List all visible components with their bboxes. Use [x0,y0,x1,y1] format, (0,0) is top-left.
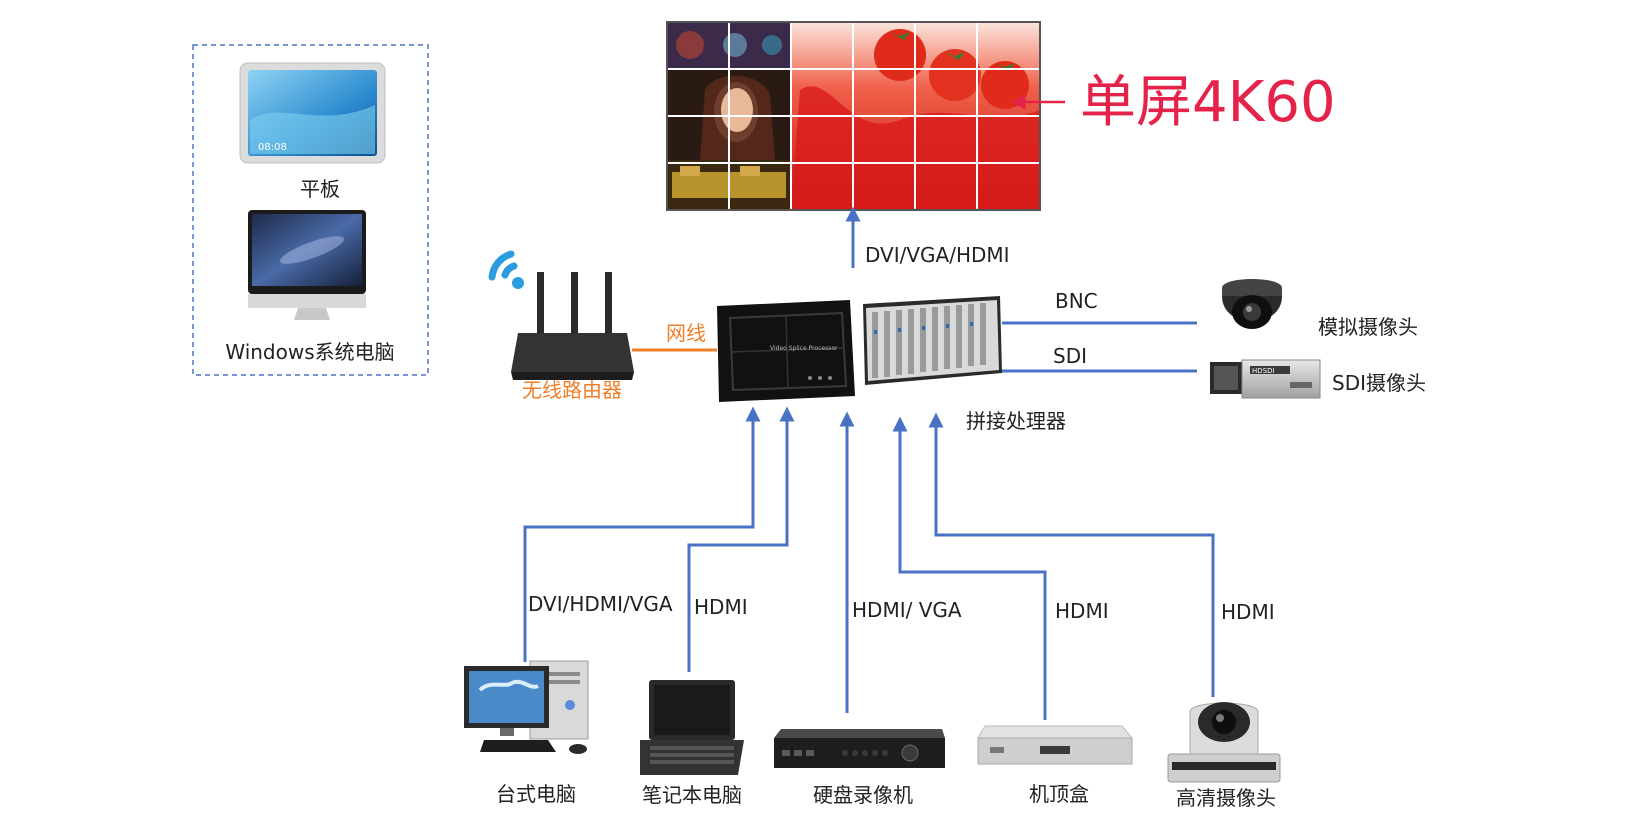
tablet-device: 08:08 [239,62,386,164]
wifi-icon [488,250,524,289]
client-group-box [192,44,429,376]
sdi-camera-label: SDI摄像头 [1332,371,1426,395]
output-link-label: DVI/VGA/HDMI [865,243,1010,267]
windows-pc-label: Windows系统电脑 [225,340,394,364]
processor-left-unit: Video Splice Processor [717,300,855,402]
laptop-link-label: HDMI [694,595,748,619]
set-top-box-device [977,725,1134,765]
svg-text:HDSDI: HDSDI [1252,367,1275,375]
processor-right-unit [863,296,1002,385]
hd-camera-label: 高清摄像头 [1176,786,1276,810]
sdi-link-label: SDI [1053,344,1087,368]
dvr-link-label: HDMI/ VGA [852,598,962,622]
dvr-device [774,729,945,768]
laptop-link [687,406,795,672]
router-device [511,272,634,380]
analog-camera-label: 模拟摄像头 [1318,315,1418,339]
processor-label: 拼接处理器 [966,409,1066,433]
desktop-link-label: DVI/HDMI/VGA [528,592,673,616]
network-cable-label: 网线 [666,321,706,345]
laptop-label: 笔记本电脑 [642,783,742,807]
hd-camera-device [1167,702,1281,783]
svg-text:Video Splice Processor: Video Splice Processor [770,345,838,352]
svg-text:08:08: 08:08 [258,142,287,153]
router-label: 无线路由器 [522,378,622,402]
desktop-link [523,406,761,662]
desktop-label: 台式电脑 [496,782,576,806]
sdi-camera-device: HDSDI [1210,359,1321,399]
desktop-device [464,660,589,754]
laptop-device [640,680,744,775]
bnc-link-label: BNC [1055,289,1098,313]
stb-link-label: HDMI [1055,599,1109,623]
windows-pc-device [248,210,366,320]
headline-label: 单屏4K60 [1080,70,1336,135]
analog-camera-device [1222,279,1282,329]
dvr-label: 硬盘录像机 [813,783,913,807]
tablet-label: 平板 [300,177,340,201]
hdcam-link-label: HDMI [1221,600,1275,624]
set-top-box-label: 机顶盒 [1029,782,1089,806]
stb-link [892,416,1047,720]
video-wall [666,21,1041,211]
hdcam-link [928,412,1215,697]
